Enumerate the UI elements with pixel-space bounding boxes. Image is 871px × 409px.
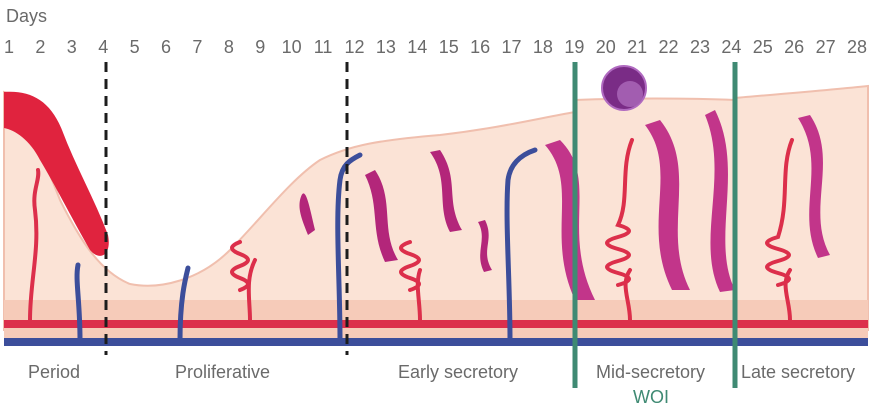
vein	[77, 265, 80, 340]
endometrium-tissue	[4, 86, 868, 330]
phase-label-period: Period	[28, 362, 80, 383]
embryo-inner	[617, 81, 643, 107]
woi-label: WOI	[633, 387, 669, 408]
phase-label-proliferative: Proliferative	[175, 362, 270, 383]
phase-label-mid-secretory: Mid-secretory	[596, 362, 705, 383]
basal-layer	[4, 300, 868, 338]
phase-label-late-secretory: Late secretory	[741, 362, 855, 383]
phase-label-early-secretory: Early secretory	[398, 362, 518, 383]
